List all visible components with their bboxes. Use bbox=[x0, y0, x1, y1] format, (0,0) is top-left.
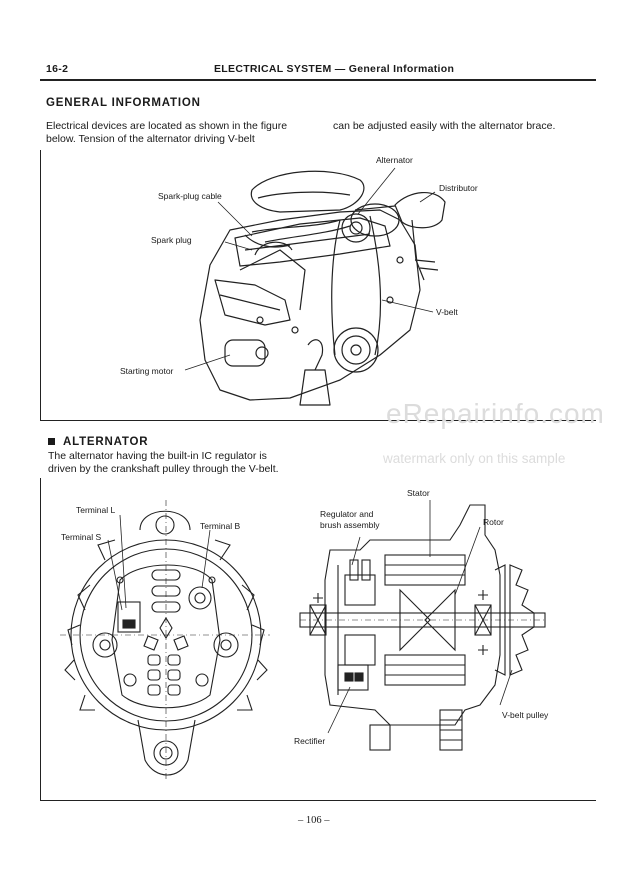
header-title: ELECTRICAL SYSTEM — General Information bbox=[214, 63, 455, 75]
alternator-heading-text: ALTERNATOR bbox=[63, 436, 149, 448]
alternator-line-2: driven by the crankshaft pulley through … bbox=[48, 463, 279, 475]
alternator-figure-left-border bbox=[40, 478, 41, 800]
label-v-belt: V-belt bbox=[436, 307, 458, 317]
alternator-cross-section bbox=[299, 500, 546, 751]
label-distributor: Distributor bbox=[439, 183, 478, 193]
label-terminal-l: Terminal L bbox=[76, 505, 116, 515]
engine-figure-left-border bbox=[40, 150, 41, 420]
header-page-number: 16-2 bbox=[46, 63, 69, 75]
section-heading-general: GENERAL INFORMATION bbox=[46, 97, 201, 109]
label-starting-motor: Starting motor bbox=[120, 366, 174, 376]
alternator-paragraph: The alternator having the built-in IC re… bbox=[48, 450, 279, 476]
alternator-front-view bbox=[60, 500, 270, 782]
watermark-brand: eRepairinfo.com bbox=[386, 398, 605, 429]
header-rule bbox=[40, 79, 596, 81]
general-line-2: below. Tension of the alternator driving… bbox=[46, 133, 255, 145]
engine-figure-bottom-border bbox=[40, 420, 596, 421]
alternator-figure-bottom-border bbox=[40, 800, 596, 801]
general-paragraph-col2: can be adjusted easily with the alternat… bbox=[333, 120, 556, 132]
engine-illustration bbox=[184, 167, 446, 406]
label-rotor: Rotor bbox=[483, 517, 504, 527]
square-bullet-icon bbox=[48, 438, 55, 445]
label-stator: Stator bbox=[407, 488, 430, 498]
label-terminal-b: Terminal B bbox=[200, 521, 241, 531]
label-regulator-line-2: brush assembly bbox=[320, 520, 380, 530]
general-paragraph-col1: Electrical devices are located as shown … bbox=[46, 120, 316, 146]
section-heading-alternator: ALTERNATOR bbox=[48, 436, 148, 448]
label-terminal-s: Terminal S bbox=[61, 532, 102, 542]
footer-page-number: – 106 – bbox=[298, 815, 330, 826]
label-spark-plug-cable: Spark-plug cable bbox=[158, 191, 222, 201]
label-regulator-line-1: Regulator and bbox=[320, 509, 374, 519]
label-v-belt-pulley: V-belt pulley bbox=[502, 710, 549, 720]
watermark-note: watermark only on this sample bbox=[383, 451, 566, 466]
label-alternator: Alternator bbox=[376, 155, 413, 165]
alternator-line-1: The alternator having the built-in IC re… bbox=[48, 450, 267, 462]
label-rectifier: Rectifier bbox=[294, 736, 326, 746]
label-spark-plug: Spark plug bbox=[151, 235, 192, 245]
general-line-1: Electrical devices are located as shown … bbox=[46, 120, 288, 132]
